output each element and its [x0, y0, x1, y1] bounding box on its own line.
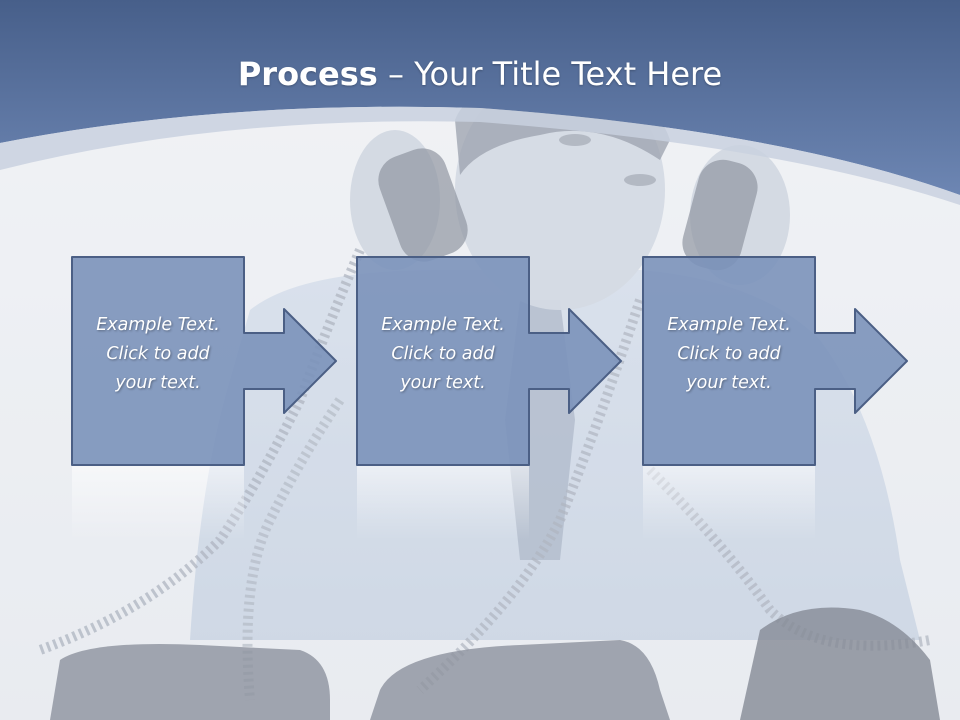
process-step-2[interactable]: Example Text. Click to add your text.	[357, 257, 529, 463]
header-band	[0, 0, 960, 205]
step-text-line: Click to add	[391, 344, 495, 364]
step-text-line: your text.	[686, 373, 772, 393]
step-text-line: Example Text.	[96, 315, 220, 335]
process-box-2	[356, 256, 622, 466]
box-reflections	[72, 465, 815, 540]
process-step-3[interactable]: Example Text. Click to add your text.	[643, 257, 815, 463]
step-2-text: Example Text. Click to add your text.	[357, 311, 529, 398]
step-3-text: Example Text. Click to add your text.	[643, 311, 815, 398]
slide-title[interactable]: Process – Your Title Text Here	[0, 52, 960, 96]
step-text-line: Example Text.	[667, 315, 791, 335]
title-bold-text: Process	[237, 55, 378, 93]
step-text-line: your text.	[115, 373, 201, 393]
step-1-text: Example Text. Click to add your text.	[72, 311, 244, 398]
step-text-line: your text.	[400, 373, 486, 393]
process-box-1	[71, 256, 337, 466]
step-text-line: Example Text.	[381, 315, 505, 335]
process-box-3	[642, 256, 908, 466]
process-step-1[interactable]: Example Text. Click to add your text.	[72, 257, 244, 463]
step-text-line: Click to add	[106, 344, 210, 364]
title-rest-text: – Your Title Text Here	[377, 55, 723, 93]
step-text-line: Click to add	[677, 344, 781, 364]
